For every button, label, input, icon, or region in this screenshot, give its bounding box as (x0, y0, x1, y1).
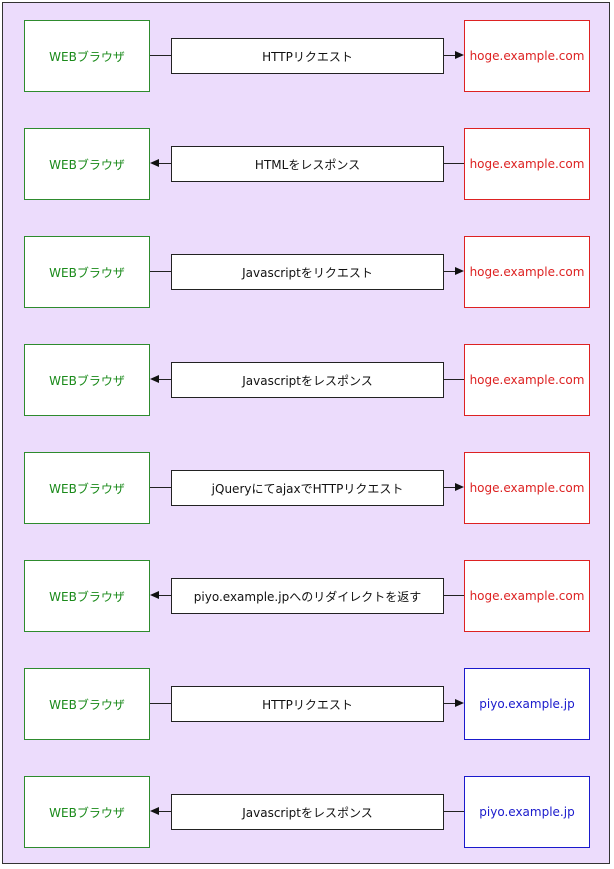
message-label: Javascriptをレスポンス (171, 362, 444, 398)
flow-step-4: WEBブラウザ Javascriptをレスポンス hoge.example.co… (3, 344, 611, 416)
arrow-head-icon (455, 699, 464, 707)
server-node: hoge.example.com (464, 128, 590, 200)
flow-step-7: WEBブラウザ HTTPリクエスト piyo.example.jp (3, 668, 611, 740)
message-label: HTTPリクエスト (171, 686, 444, 722)
server-node: hoge.example.com (464, 452, 590, 524)
browser-node: WEBブラウザ (24, 20, 150, 92)
message-label: jQueryにてajaxでHTTPリクエスト (171, 470, 444, 506)
connector-line (159, 811, 171, 812)
flow-step-1: WEBブラウザ HTTPリクエスト hoge.example.com (3, 20, 611, 92)
browser-node: WEBブラウザ (24, 344, 150, 416)
connector-line (444, 595, 464, 596)
arrow-head-icon (150, 375, 159, 383)
connector-line (150, 703, 171, 704)
browser-node: WEBブラウザ (24, 668, 150, 740)
server-node: hoge.example.com (464, 236, 590, 308)
connector-line (159, 163, 171, 164)
server-node: hoge.example.com (464, 560, 590, 632)
arrow-head-icon (150, 807, 159, 815)
message-label: piyo.example.jpへのリダイレクトを返す (171, 578, 444, 614)
flow-step-8: WEBブラウザ Javascriptをレスポンス piyo.example.jp (3, 776, 611, 848)
browser-node: WEBブラウザ (24, 236, 150, 308)
arrow-head-icon (455, 51, 464, 59)
browser-node: WEBブラウザ (24, 560, 150, 632)
connector-line (444, 379, 464, 380)
flow-step-5: WEBブラウザ jQueryにてajaxでHTTPリクエスト hoge.exam… (3, 452, 611, 524)
message-label: Javascriptをリクエスト (171, 254, 444, 290)
connector-line (444, 703, 456, 704)
message-label: Javascriptをレスポンス (171, 794, 444, 830)
browser-node: WEBブラウザ (24, 776, 150, 848)
connector-line (150, 487, 171, 488)
server-node: hoge.example.com (464, 20, 590, 92)
arrow-head-icon (150, 591, 159, 599)
connector-line (444, 487, 456, 488)
connector-line (444, 163, 464, 164)
server-node: piyo.example.jp (464, 668, 590, 740)
browser-node: WEBブラウザ (24, 128, 150, 200)
connector-line (159, 379, 171, 380)
server-node: piyo.example.jp (464, 776, 590, 848)
flow-step-6: WEBブラウザ piyo.example.jpへのリダイレクトを返す hoge.… (3, 560, 611, 632)
message-label: HTMLをレスポンス (171, 146, 444, 182)
connector-line (159, 595, 171, 596)
connector-line (444, 55, 456, 56)
connector-line (444, 271, 456, 272)
arrow-head-icon (455, 483, 464, 491)
connector-line (150, 55, 171, 56)
browser-node: WEBブラウザ (24, 452, 150, 524)
arrow-head-icon (150, 159, 159, 167)
flow-step-3: WEBブラウザ Javascriptをリクエスト hoge.example.co… (3, 236, 611, 308)
connector-line (150, 271, 171, 272)
server-node: hoge.example.com (464, 344, 590, 416)
flow-step-2: WEBブラウザ HTMLをレスポンス hoge.example.com (3, 128, 611, 200)
connector-line (444, 811, 464, 812)
arrow-head-icon (455, 267, 464, 275)
message-label: HTTPリクエスト (171, 38, 444, 74)
